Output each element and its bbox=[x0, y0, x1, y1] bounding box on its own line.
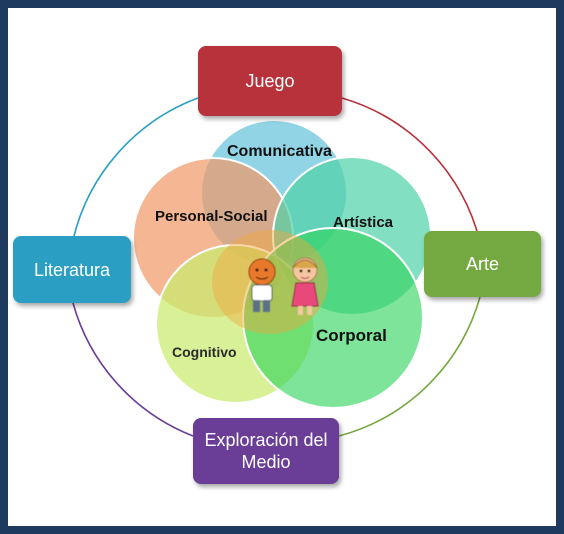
circle-corporal bbox=[242, 227, 424, 409]
ring-arc-bottom-right bbox=[338, 296, 481, 437]
box-juego: Juego bbox=[198, 46, 342, 116]
ring-arc-bottom-left bbox=[72, 302, 194, 437]
ring-arc-top-left bbox=[72, 97, 199, 241]
circle-label-cognitivo: Cognitivo bbox=[172, 344, 237, 360]
circle-label-artistica: Artística bbox=[333, 214, 394, 231]
ring-arc-top-right bbox=[341, 97, 481, 243]
circle-label-corporal: Corporal bbox=[316, 326, 387, 345]
box-literatura: Literatura bbox=[13, 236, 131, 303]
circle-label-comunicativa: Comunicativa bbox=[227, 143, 332, 160]
box-exploracion-del-medio: Exploración del Medio bbox=[193, 418, 339, 484]
circle-label-personal-social: Personal-Social bbox=[155, 208, 268, 225]
children-icon bbox=[248, 257, 319, 315]
box-arte: Arte bbox=[424, 231, 541, 297]
